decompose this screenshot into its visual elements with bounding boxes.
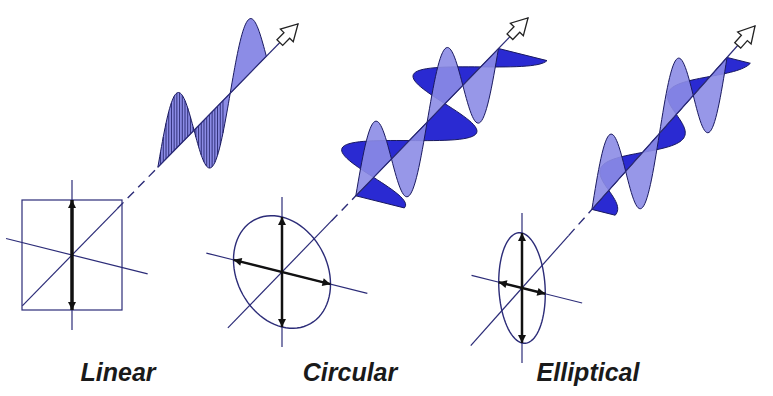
- propagation-arrow: [507, 18, 528, 39]
- field-vector-head: [233, 258, 242, 266]
- hatch-line: [176, 93, 177, 148]
- hatch-line: [174, 96, 175, 150]
- hatch-line: [222, 101, 223, 133]
- polarization-figure: [471, 26, 755, 363]
- field-vector-head: [499, 280, 508, 288]
- hatch-line: [214, 109, 215, 162]
- hatch-line: [187, 108, 188, 137]
- axis-line: [472, 275, 583, 303]
- hatch-line: [195, 128, 196, 137]
- hatch-line: [206, 117, 207, 166]
- hatch-line: [182, 95, 183, 142]
- hatch-line: [185, 101, 186, 140]
- propagation-axis: [117, 167, 158, 209]
- hatch-line: [212, 112, 213, 167]
- horizontal-wave: [592, 57, 750, 215]
- propagation-axis: [158, 24, 298, 167]
- polarization-ellipse: [233, 216, 330, 329]
- propagation-axis: [228, 221, 331, 328]
- propagation-axis: [569, 209, 592, 235]
- hatch-line: [217, 106, 218, 155]
- polarization-label: Linear: [80, 358, 155, 387]
- hatch-line: [203, 120, 204, 162]
- hatch-line: [179, 93, 180, 145]
- polarization-label: Elliptical: [537, 358, 640, 387]
- axis-line: [6, 239, 148, 274]
- polarization-label: Circular: [303, 358, 397, 387]
- field-vector-head: [278, 217, 286, 225]
- hatch-line: [163, 137, 164, 162]
- polarization-plane: [22, 200, 122, 310]
- hatch-line: [168, 112, 169, 156]
- hatch-line: [190, 117, 191, 134]
- propagation-axis: [592, 26, 755, 209]
- field-vector-head: [68, 302, 76, 310]
- field-vector-head: [518, 335, 526, 343]
- propagation-arrow: [735, 26, 755, 48]
- polarization-figure: [6, 19, 298, 330]
- field-vector-head: [68, 200, 76, 208]
- propagation-arrow: [277, 24, 298, 45]
- hatch-line: [220, 103, 221, 145]
- hatch-line: [201, 123, 202, 155]
- field-vector-head: [537, 288, 546, 296]
- propagation-axis: [331, 196, 356, 221]
- propagation-axis: [356, 18, 528, 196]
- polarization-figure: [206, 18, 547, 347]
- axis-line: [206, 253, 367, 293]
- field-vector: [233, 260, 330, 284]
- field-vector-head: [518, 233, 526, 241]
- hatch-line: [198, 126, 199, 147]
- field-vector: [70, 200, 74, 310]
- polarization-ellipse: [499, 233, 546, 344]
- hatch-line: [209, 115, 210, 168]
- hatch-line: [166, 123, 167, 159]
- vertical-wave: [158, 19, 266, 168]
- propagation-axis: [471, 236, 569, 346]
- field-vector-head: [322, 278, 331, 286]
- propagation-axis: [22, 209, 117, 306]
- field-vector-head: [278, 319, 286, 327]
- hatch-line: [171, 103, 172, 154]
- hatch-line: [160, 152, 161, 165]
